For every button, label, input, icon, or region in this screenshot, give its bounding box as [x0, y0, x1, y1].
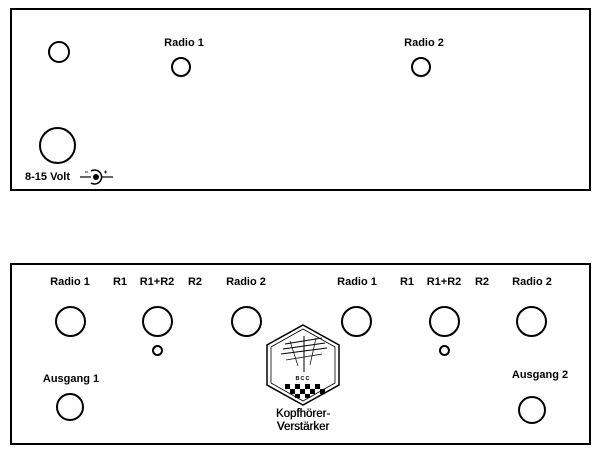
output1-jack [56, 393, 84, 421]
top-radio1-jack [171, 57, 191, 77]
top-left-mount-hole [48, 41, 70, 63]
power-socket-hole [39, 127, 76, 164]
bottom-r1r2-a-label: R1+R2 [139, 276, 175, 288]
bottom-radio1-a-label: Radio 1 [50, 276, 90, 288]
bottom-radio2-a-label: Radio 2 [226, 276, 266, 288]
bottom-selector-a-switch [142, 306, 173, 337]
bottom-r1r2-b-label: R1+R2 [426, 276, 462, 288]
bottom-selector-a-led [152, 345, 163, 356]
top-radio2-label: Radio 2 [404, 37, 444, 49]
bottom-r2-a-label: R2 [187, 276, 203, 288]
bottom-radio2-b-jack [516, 306, 547, 337]
bottom-panel [10, 263, 591, 445]
bottom-selector-b-switch [429, 306, 460, 337]
top-radio1-label: Radio 1 [164, 37, 204, 49]
output2-label: Ausgang 2 [511, 369, 569, 381]
bottom-r2-b-label: R2 [474, 276, 490, 288]
output1-label: Ausgang 1 [42, 373, 100, 385]
device-title-line2: Verstärker [276, 421, 330, 433]
bottom-radio2-b-label: Radio 2 [512, 276, 552, 288]
bottom-selector-b-led [439, 345, 450, 356]
top-panel [10, 8, 591, 191]
bottom-radio2-a-jack [231, 306, 262, 337]
bottom-radio1-b-jack [341, 306, 372, 337]
bottom-radio1-a-jack [55, 306, 86, 337]
bottom-r1-b-label: R1 [399, 276, 415, 288]
output2-jack [518, 396, 546, 424]
bottom-radio1-b-label: Radio 1 [337, 276, 377, 288]
power-voltage-label: 8-15 Volt [25, 171, 71, 183]
bottom-r1-a-label: R1 [112, 276, 128, 288]
top-radio2-jack [411, 57, 431, 77]
logo-text: BCC [296, 376, 311, 382]
device-title-line1: Kopfhörer- [275, 408, 331, 420]
